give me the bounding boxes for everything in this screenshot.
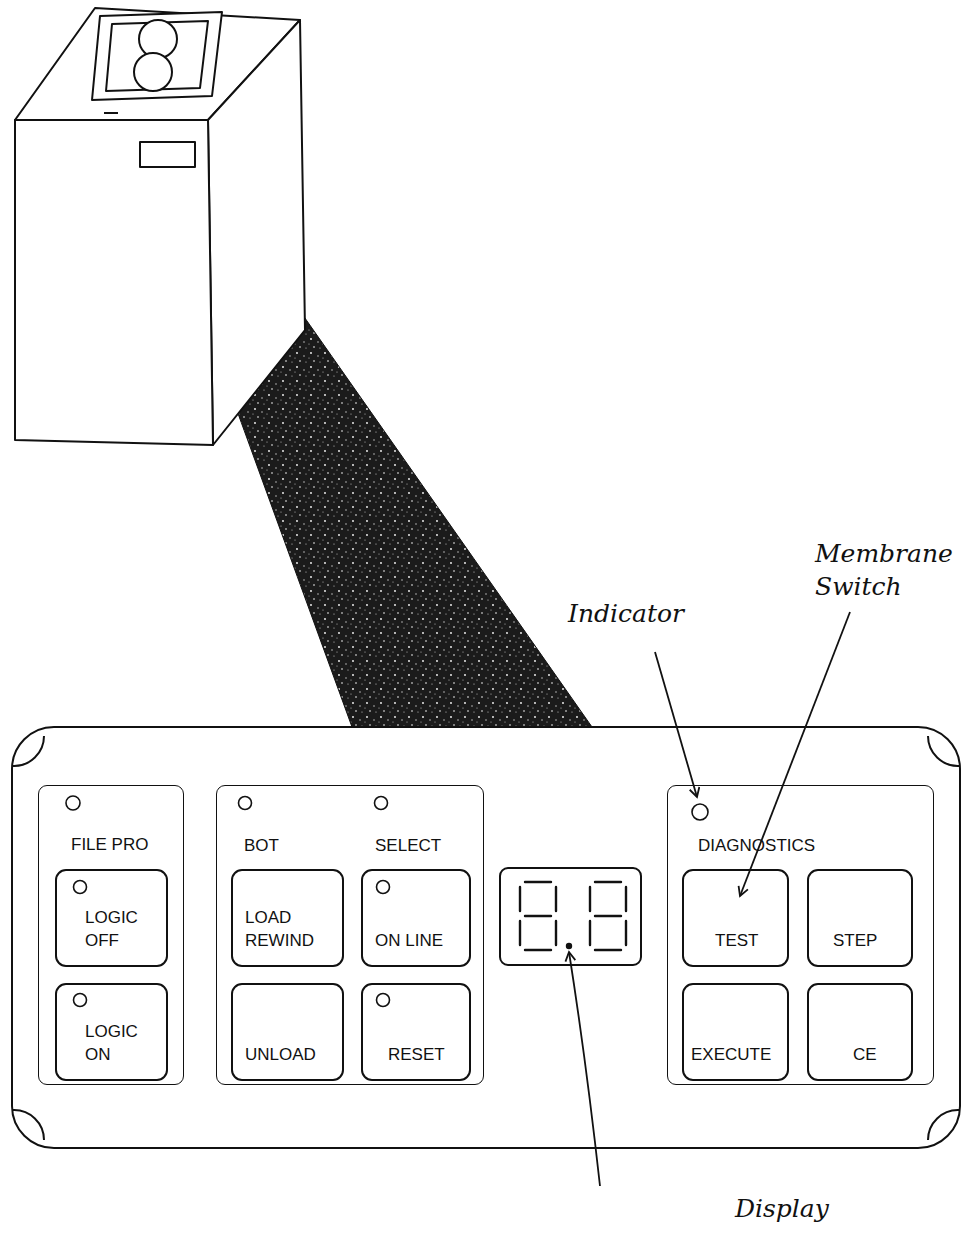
button-label: UNLOAD <box>245 1044 316 1067</box>
button-label: STEP <box>833 930 877 953</box>
button-label: LOGIC OFF <box>85 907 145 953</box>
membrane-button: ON LINE <box>361 869 471 967</box>
display-window <box>500 868 641 965</box>
callout-label: Membrane Switch <box>815 538 965 603</box>
indicator-lamps <box>66 796 708 1007</box>
membrane-button: LOGIC OFF <box>55 869 168 967</box>
group-label: DIAGNOSTICS <box>698 835 815 858</box>
membrane-button: UNLOAD <box>231 983 344 1081</box>
tape-cabinet <box>15 8 305 445</box>
membrane-button: LOGIC ON <box>55 983 168 1081</box>
membrane-button: CE <box>807 983 913 1081</box>
button-label: TEST <box>715 930 758 953</box>
control-group: BOT SELECT LOAD REWIND ON LINE UNLOAD RESET <box>216 785 484 1085</box>
button-label: CE <box>853 1044 877 1067</box>
control-group: DIAGNOSTICS TEST STEP EXECUTE CE <box>667 785 934 1085</box>
seven-segment-digits <box>520 882 626 950</box>
membrane-button: STEP <box>807 869 913 967</box>
control-group: FILE PRO LOGIC OFF LOGIC ON <box>38 785 184 1085</box>
group-label: FILE PRO <box>71 834 148 857</box>
group-label: SELECT <box>375 835 441 858</box>
membrane-button: RESET <box>361 983 471 1081</box>
button-label: ON LINE <box>375 930 443 953</box>
control-panel <box>12 727 960 1148</box>
button-label: LOGIC ON <box>85 1021 145 1067</box>
callout-label: Indicator <box>568 598 684 631</box>
membrane-button: EXECUTE <box>682 983 789 1081</box>
callout-label: Display <box>735 1193 829 1226</box>
group-label: BOT <box>244 835 279 858</box>
button-label: RESET <box>388 1044 445 1067</box>
membrane-button: LOAD REWIND <box>231 869 344 967</box>
button-label: EXECUTE <box>691 1044 771 1067</box>
button-label: LOAD REWIND <box>245 907 325 953</box>
membrane-button: TEST <box>682 869 789 967</box>
